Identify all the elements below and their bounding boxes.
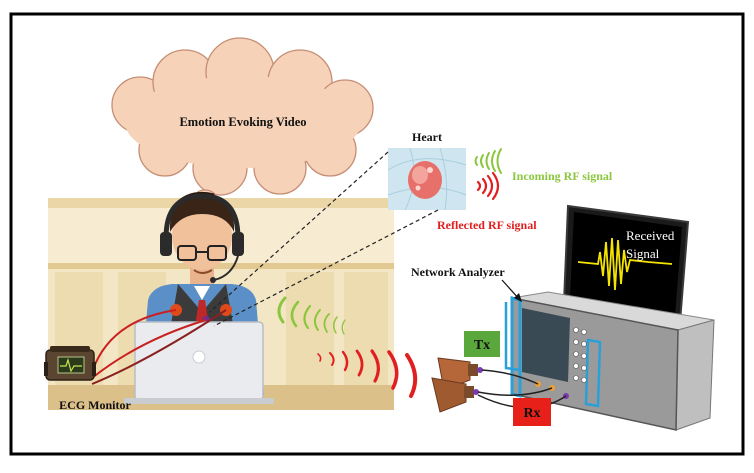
incoming-rf-wave-large <box>277 296 346 335</box>
heart-image <box>387 147 467 211</box>
network-analyzer-device <box>504 291 715 431</box>
heart-pointer-lines <box>209 151 439 327</box>
thought-text: Emotion Evoking Video <box>179 115 306 129</box>
reflected-rf-wave-large <box>317 349 418 398</box>
network-analyzer-arrowhead <box>514 293 522 302</box>
heart-label: Heart <box>412 130 442 144</box>
received-signal-line2: Signal <box>626 246 660 261</box>
ecg-wires <box>91 309 227 385</box>
incoming-rf-label: Incoming RF signal <box>512 169 613 183</box>
rx-label: Rx <box>523 406 540 421</box>
ecg-monitor-label: ECG Monitor <box>59 398 131 412</box>
reflected-rf-label: Reflected RF signal <box>437 218 537 232</box>
reflected-rf-wave-small <box>476 171 500 201</box>
network-analyzer-label: Network Analyzer <box>411 265 505 279</box>
laptop-illustration <box>124 321 274 404</box>
tx-box <box>464 331 500 357</box>
received-signal-line1: Received <box>626 228 675 243</box>
horn-antennas <box>431 357 483 413</box>
thought-cloud: Emotion Evoking Video <box>111 37 374 218</box>
tx-label: Tx <box>474 338 490 353</box>
incoming-rf-wave-small <box>474 148 502 174</box>
ecg-monitor-device <box>44 346 96 381</box>
rx-box <box>513 398 551 426</box>
